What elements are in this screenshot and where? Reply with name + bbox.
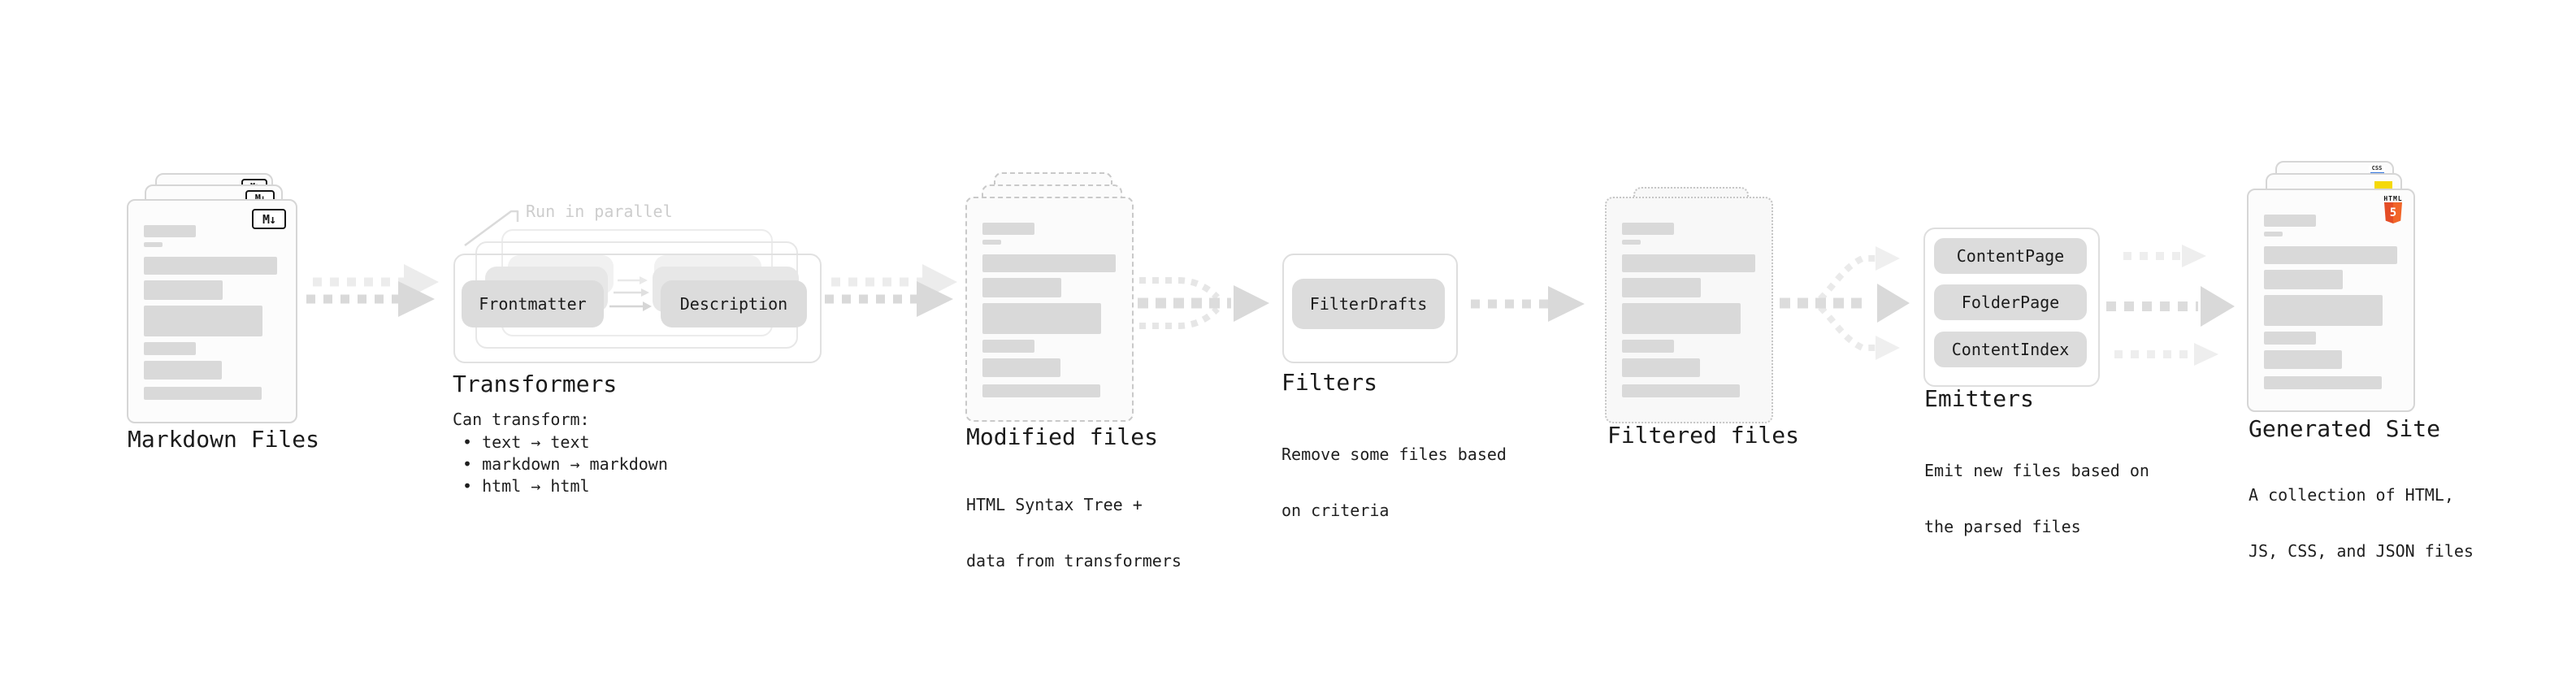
desc-line: JS, CSS, and JSON files bbox=[2249, 541, 2474, 561]
skeleton-text-bar bbox=[982, 384, 1100, 397]
generated-site-desc: A collection of HTML, JS, CSS, and JSON … bbox=[2249, 449, 2474, 598]
desc-line: HTML Syntax Tree + bbox=[966, 495, 1143, 514]
skeleton-text-bar bbox=[144, 257, 277, 275]
dashed-arrow-dark bbox=[2106, 286, 2235, 327]
html5-icon-numeral: 5 bbox=[2389, 206, 2397, 219]
skeleton-text-bar bbox=[982, 223, 1034, 235]
skeleton-text-bar bbox=[144, 280, 223, 300]
skeleton-text-bar bbox=[2264, 246, 2397, 264]
desc-line: on criteria bbox=[1281, 501, 1390, 520]
arrowhead bbox=[1877, 284, 1910, 323]
filters-desc: Remove some files based on criteria bbox=[1281, 408, 1507, 557]
desc-line: Emit new files based on bbox=[1924, 461, 2149, 480]
html5-icon-shield: 5 bbox=[2384, 202, 2402, 223]
transformer-step-description: Description bbox=[661, 280, 807, 327]
skeleton-text-bar bbox=[1622, 358, 1700, 377]
skeleton-text-bar bbox=[144, 361, 222, 380]
skeleton-text-bar bbox=[1622, 240, 1641, 245]
emitter-step-folderpage: FolderPage bbox=[1934, 284, 2087, 320]
modified-file-card-front bbox=[965, 197, 1134, 422]
css-icon-label: CSS bbox=[2371, 166, 2383, 171]
skeleton-text-bar bbox=[2264, 332, 2316, 345]
diverge-branch-bottom bbox=[1818, 305, 1876, 351]
transformers-container-front bbox=[453, 254, 822, 363]
desc-line: the parsed files bbox=[1924, 517, 2081, 536]
arrow-modified-to-filters-converging bbox=[1138, 277, 1269, 329]
diverge-branch-top bbox=[1818, 255, 1876, 301]
skeleton-text-bar bbox=[2264, 215, 2316, 227]
transformers-bullet-list: • text → text • markdown → markdown • ht… bbox=[453, 432, 668, 497]
filter-step-filterdrafts: FilterDrafts bbox=[1292, 279, 1445, 329]
skeleton-text-bar bbox=[982, 254, 1116, 272]
stage-label-transformers: Transformers bbox=[453, 371, 618, 397]
bullet-item: • markdown → markdown bbox=[462, 454, 668, 474]
skeleton-text-bar bbox=[982, 358, 1060, 377]
bullet-item: • html → html bbox=[462, 476, 590, 496]
dashed-arrow-dark bbox=[825, 281, 953, 317]
dashed-arrow-light bbox=[2123, 245, 2206, 267]
stage-label-filtered-files: Filtered files bbox=[1607, 422, 1800, 449]
skeleton-text-bar bbox=[144, 342, 196, 355]
emitter-step-contentindex: ContentIndex bbox=[1934, 332, 2087, 367]
skeleton-text-bar bbox=[1622, 223, 1674, 235]
arrows-emitters-to-generated bbox=[2106, 245, 2235, 366]
arrowhead-light bbox=[1876, 336, 1900, 360]
converge-branch-top bbox=[1139, 277, 1220, 300]
skeleton-text-bar bbox=[1622, 278, 1701, 297]
arrow-markdown-to-transformers bbox=[306, 264, 439, 317]
run-in-parallel-note: Run in parallel bbox=[526, 202, 673, 221]
converge-branch-bottom bbox=[1139, 306, 1220, 329]
stage-label-emitters: Emitters bbox=[1924, 385, 2034, 412]
skeleton-text-bar bbox=[982, 303, 1101, 334]
modified-files-desc: HTML Syntax Tree + data from transformer… bbox=[966, 458, 1182, 608]
skeleton-text-bar bbox=[982, 278, 1061, 297]
skeleton-text-bar bbox=[2264, 376, 2382, 389]
desc-line: data from transformers bbox=[966, 551, 1182, 570]
html5-icon-label: HTML bbox=[2383, 195, 2403, 202]
parallel-flow-arrows-icon bbox=[609, 276, 652, 311]
skeleton-text-bar bbox=[982, 240, 1001, 245]
desc-line: A collection of HTML, bbox=[2249, 485, 2454, 505]
dashed-arrow-light bbox=[2114, 343, 2218, 366]
skeleton-text-bar bbox=[2264, 232, 2283, 236]
skeleton-text-bar bbox=[1622, 303, 1741, 334]
stage-label-markdown-files: Markdown Files bbox=[128, 426, 320, 453]
emitter-step-contentpage: ContentPage bbox=[1934, 238, 2087, 274]
markdown-icon: M↓ bbox=[252, 209, 286, 229]
arrow-transformers-to-modified bbox=[825, 264, 957, 317]
skeleton-text-bar bbox=[2264, 350, 2342, 369]
arrow-filtered-to-emitters-diverging bbox=[1780, 246, 1910, 360]
stage-label-filters: Filters bbox=[1281, 369, 1378, 396]
skeleton-text-bar bbox=[144, 306, 262, 336]
dashed-arrow-dark bbox=[306, 281, 435, 317]
bullet-item: • text → text bbox=[462, 432, 590, 452]
html5-icon: HTML 5 bbox=[2383, 195, 2404, 223]
arrowhead-light bbox=[1876, 246, 1900, 271]
skeleton-text-bar bbox=[144, 225, 196, 237]
skeleton-text-bar bbox=[982, 340, 1034, 353]
stage-label-generated-site: Generated Site bbox=[2249, 415, 2441, 442]
skeleton-text-bar bbox=[144, 387, 262, 400]
skeleton-text-bar bbox=[1622, 340, 1674, 353]
skeleton-text-bar bbox=[1622, 254, 1755, 272]
javascript-icon bbox=[2374, 181, 2392, 189]
arrowhead bbox=[1234, 285, 1269, 322]
markdown-file-card-front: M↓ bbox=[127, 199, 297, 423]
arrow-filters-to-filtered bbox=[1471, 286, 1585, 322]
transformer-step-frontmatter: Frontmatter bbox=[462, 280, 604, 327]
stage-label-modified-files: Modified files bbox=[966, 423, 1159, 450]
emitters-desc: Emit new files based on the parsed files bbox=[1924, 424, 2149, 574]
skeleton-text-bar bbox=[1622, 384, 1740, 397]
run-in-parallel-leader-line bbox=[464, 210, 519, 247]
transformers-desc-title: Can transform: bbox=[453, 410, 590, 429]
arrowhead bbox=[1548, 286, 1585, 322]
skeleton-text-bar bbox=[144, 242, 163, 247]
skeleton-text-bar bbox=[2264, 270, 2343, 289]
filtered-file-card-front bbox=[1605, 197, 1773, 423]
skeleton-text-bar bbox=[2264, 295, 2383, 326]
desc-line: Remove some files based bbox=[1281, 445, 1507, 464]
generated-file-card-front: HTML 5 bbox=[2247, 189, 2415, 412]
